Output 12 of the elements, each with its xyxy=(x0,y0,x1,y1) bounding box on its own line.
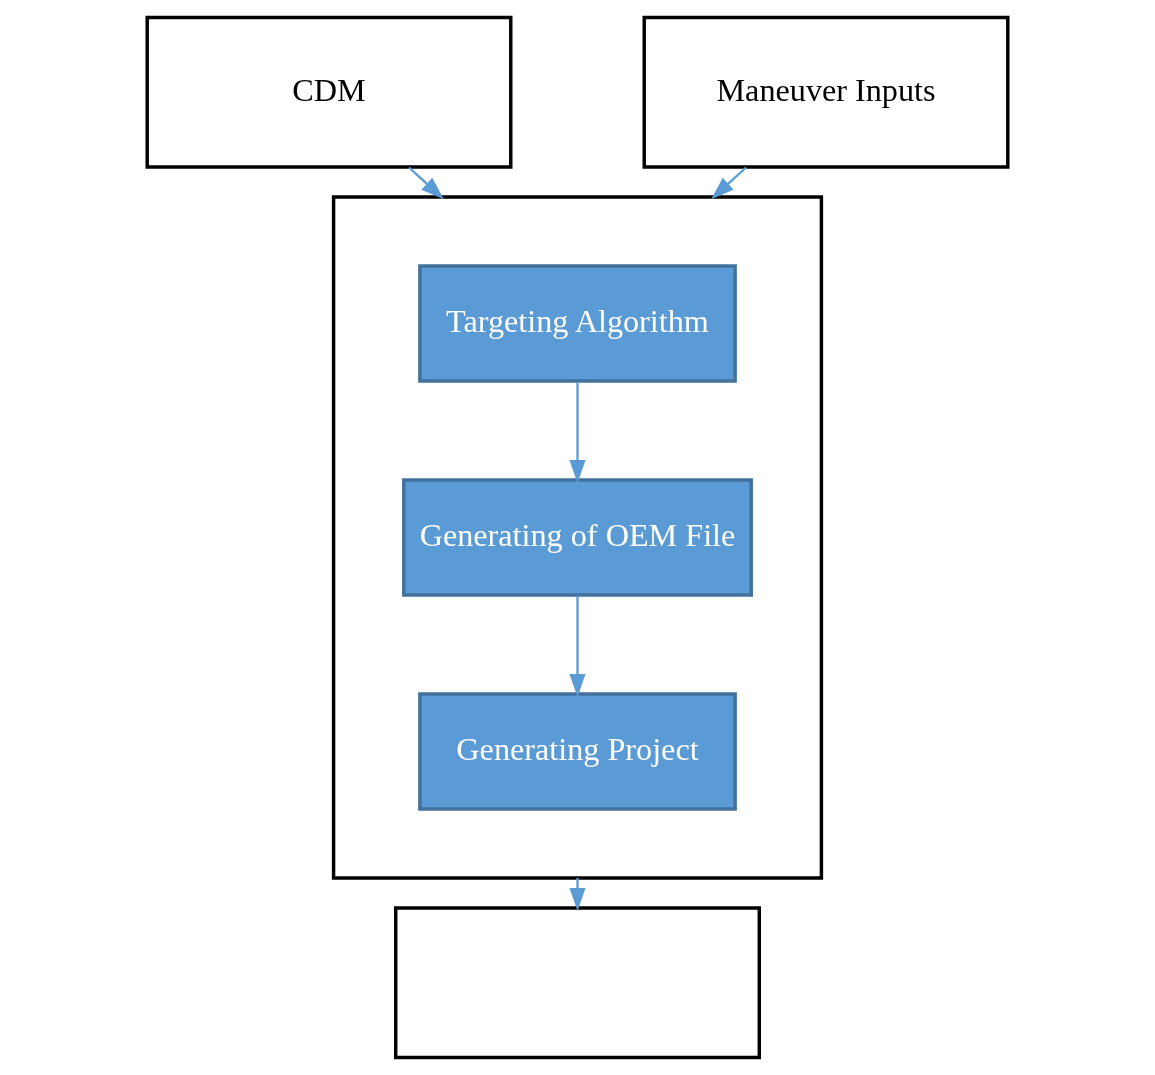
arrow xyxy=(569,595,586,698)
arrow xyxy=(711,166,747,200)
node-box xyxy=(394,906,761,1060)
arrow xyxy=(569,878,586,912)
arrow xyxy=(408,166,444,200)
node-box: Generating Project xyxy=(418,692,737,811)
node-box: CDM xyxy=(145,15,513,169)
node-box: Maneuver Inputs xyxy=(642,15,1010,169)
node-box: Targeting Algorithm xyxy=(418,264,737,383)
node-box: Generating of OEM File xyxy=(402,478,753,597)
cluster xyxy=(331,195,824,880)
arrow xyxy=(569,381,586,484)
